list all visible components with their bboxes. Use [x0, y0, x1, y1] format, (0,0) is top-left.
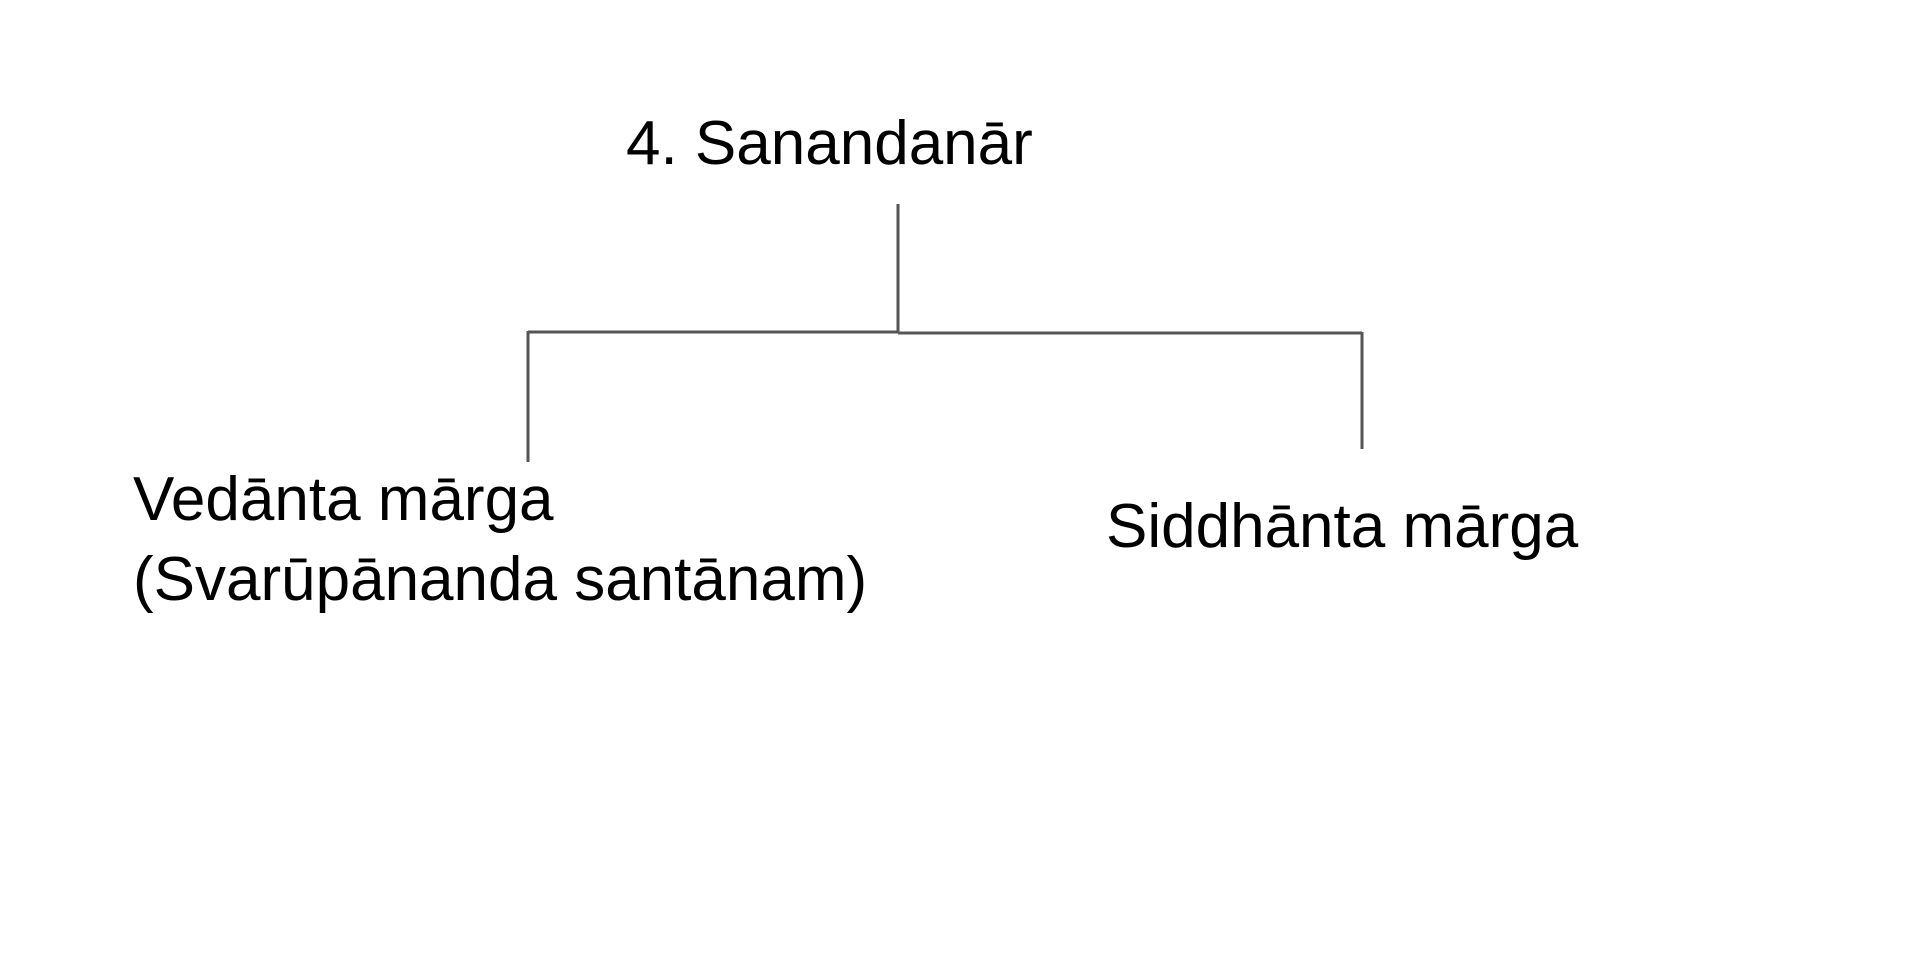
- vedanta-marga-title: Vedānta mārga: [133, 465, 554, 534]
- vedanta-marga-subtitle: (Svarūpānanda santānam): [133, 545, 868, 614]
- siddhanta-marga-title: Siddhānta mārga: [1106, 492, 1579, 561]
- child-node-vedanta-marga: Vedānta mārga (Svarūpānanda santānam): [133, 460, 867, 620]
- root-node-label: 4. Sanandanār: [626, 109, 1033, 178]
- root-node-sanandanar: 4. Sanandanār: [626, 104, 1033, 184]
- child-node-siddhanta-marga: Siddhānta mārga: [1106, 487, 1578, 567]
